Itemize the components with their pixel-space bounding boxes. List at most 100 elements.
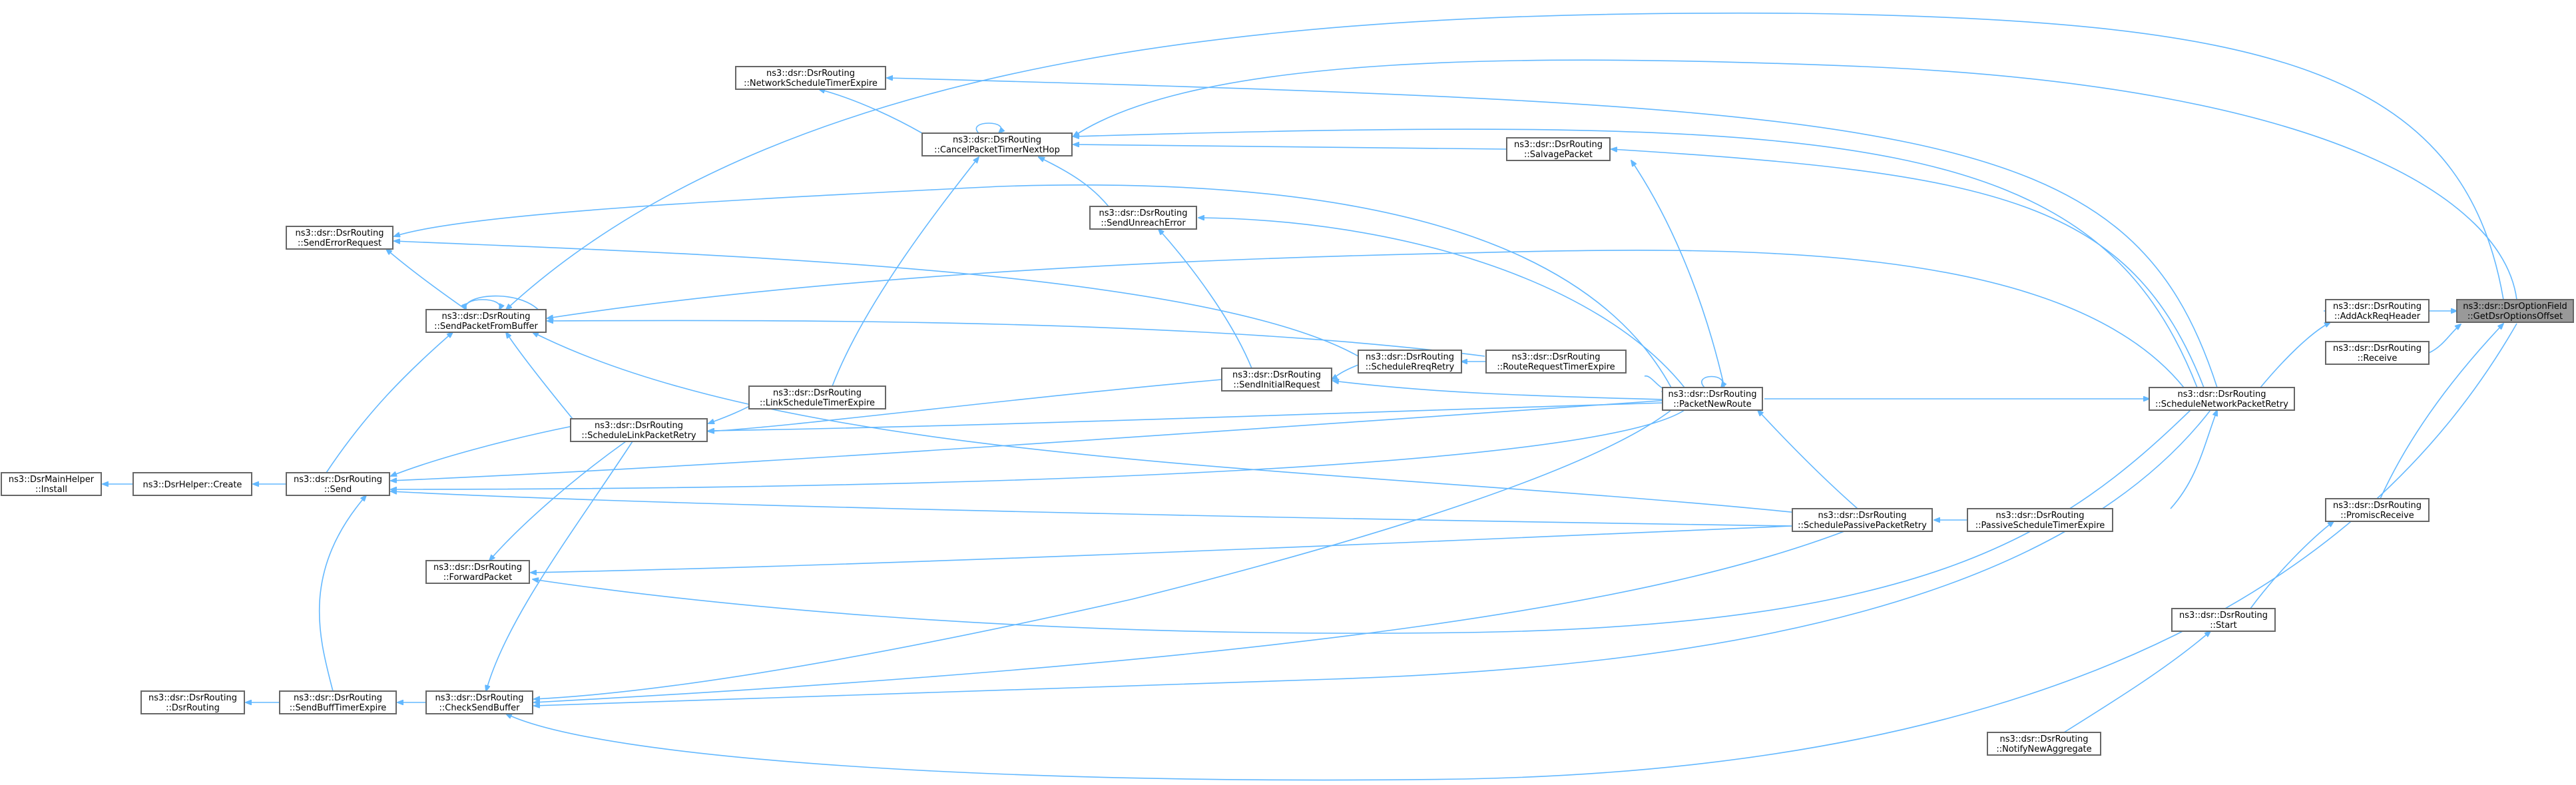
- node-salvage-packet[interactable]: ns3::dsr::DsrRouting ::SalvagePacket: [1506, 137, 1611, 161]
- call-edge: [1611, 149, 2204, 388]
- node-schedule-passive-packet-retry[interactable]: ns3::dsr::DsrRouting ::SchedulePassivePa…: [1792, 508, 1933, 532]
- node-label-line1: ns3::DsrHelper::Create: [143, 480, 242, 490]
- node-label-line2: ::SendPacketFromBuffer: [434, 322, 538, 332]
- node-network-schedule-timer-expire[interactable]: ns3::dsr::DsrRouting ::NetworkScheduleTi…: [735, 66, 886, 90]
- call-edge: [547, 320, 1485, 357]
- node-passive-schedule-timer-expire[interactable]: ns3::dsr::DsrRouting ::PassiveScheduleTi…: [1967, 508, 2113, 532]
- node-promisc-receive[interactable]: ns3::dsr::DsrRouting ::PromiscReceive: [2325, 498, 2430, 522]
- node-receive[interactable]: ns3::dsr::DsrRouting ::Receive: [2325, 341, 2430, 365]
- node-label-line2: ::CancelPacketTimerNextHop: [934, 145, 1060, 155]
- node-dsr-routing-constructor[interactable]: ns3::dsr::DsrRouting ::DsrRouting: [140, 690, 245, 714]
- node-notify-new-aggregate[interactable]: ns3::dsr::DsrRouting ::NotifyNewAggregat…: [1987, 732, 2101, 756]
- node-label-line1: ns3::dsr::DsrRouting: [953, 135, 1041, 145]
- call-edge: [1758, 410, 1858, 509]
- node-label-line1: ns3::dsr::DsrRouting: [773, 388, 862, 398]
- node-get-dsr-options-offset[interactable]: ns3::dsr::DsrOptionField ::GetDsrOptions…: [2456, 299, 2574, 323]
- node-add-ack-req-header[interactable]: ns3::dsr::DsrRouting ::AddAckReqHeader: [2325, 299, 2430, 323]
- node-label-line2: ::Install: [35, 485, 67, 495]
- node-label-line1: ns3::dsr::DsrRouting: [296, 228, 384, 238]
- node-label-line1: ns3::dsr::DsrRouting: [433, 563, 522, 573]
- call-edge: [391, 399, 1678, 481]
- call-edge: [547, 250, 2185, 388]
- node-schedule-link-packet-retry[interactable]: ns3::dsr::DsrRouting ::ScheduleLinkPacke…: [570, 418, 708, 442]
- node-forward-packet[interactable]: ns3::dsr::DsrRouting ::ForwardPacket: [425, 560, 530, 584]
- node-schedule-rreq-retry[interactable]: ns3::dsr::DsrRouting ::ScheduleRreqRetry: [1358, 350, 1462, 374]
- node-label-line2: ::PacketNewRoute: [1673, 399, 1751, 409]
- call-edge: [506, 332, 573, 419]
- node-label-line2: ::AddAckReqHeader: [2334, 312, 2421, 322]
- node-label-line2: ::PromiscReceive: [2340, 511, 2414, 521]
- node-label-line1: ns3::dsr::DsrRouting: [595, 421, 683, 431]
- call-edge: [1073, 59, 2517, 300]
- node-label-line1: ns3::dsr::DsrRouting: [148, 693, 237, 703]
- node-label-line1: ns3::dsr::DsrRouting: [2179, 611, 2268, 621]
- node-start[interactable]: ns3::dsr::DsrRouting ::Start: [2171, 608, 2276, 632]
- node-schedule-network-packet-retry[interactable]: ns3::dsr::DsrRouting ::ScheduleNetworkPa…: [2149, 387, 2295, 411]
- edges: [103, 12, 2517, 781]
- call-edge: [533, 409, 2191, 634]
- call-edge: [2260, 322, 2330, 388]
- node-label-line1: ns3::dsr::DsrRouting: [294, 693, 382, 703]
- node-dsr-helper-create[interactable]: ns3::DsrHelper::Create: [132, 472, 252, 496]
- node-send-error-request[interactable]: ns3::dsr::DsrRouting ::SendErrorRequest: [286, 226, 393, 250]
- self-loop-edge: [465, 299, 500, 310]
- node-label-line1: ns3::dsr::DsrRouting: [1818, 511, 1907, 521]
- call-edge: [2250, 521, 2334, 609]
- node-label-line2: ::GetDsrOptionsOffset: [2467, 312, 2563, 322]
- node-packet-new-route[interactable]: ns3::dsr::DsrRouting ::PacketNewRoute: [1662, 387, 1763, 411]
- node-label-line1: ns3::dsr::DsrRouting: [1512, 352, 1601, 362]
- node-label-line1: ns3::dsr::DsrRouting: [1099, 208, 1188, 218]
- node-label-line1: ns3::dsr::DsrRouting: [2333, 344, 2422, 354]
- node-label-line2: ::SendInitialRequest: [1233, 380, 1320, 390]
- node-check-send-buffer[interactable]: ns3::dsr::DsrRouting ::CheckSendBuffer: [425, 690, 533, 714]
- call-edge: [326, 332, 453, 473]
- node-label-line1: ns3::dsr::DsrRouting: [766, 69, 855, 79]
- node-send-initial-request[interactable]: ns3::dsr::DsrRouting ::SendInitialReques…: [1221, 368, 1332, 392]
- call-edge: [394, 184, 1672, 388]
- node-send[interactable]: ns3::dsr::DsrRouting ::Send: [286, 472, 390, 496]
- node-label-line1: ns3::dsr::DsrRouting: [294, 475, 382, 485]
- call-edge: [534, 531, 1845, 702]
- call-edge: [1333, 381, 1665, 400]
- node-send-buff-timer-expire[interactable]: ns3::dsr::DsrRouting ::SendBuffTimerExpi…: [279, 690, 397, 714]
- call-edge: [486, 441, 633, 691]
- call-edge: [2428, 324, 2461, 354]
- node-label-line1: ns3::dsr::DsrRouting: [2000, 734, 2089, 744]
- node-label-line2: ::SendErrorRequest: [298, 238, 382, 248]
- node-label-line1: ns3::dsr::DsrRouting: [442, 312, 531, 322]
- node-label-line2: ::RouteRequestTimerExpire: [1497, 362, 1615, 372]
- call-edge: [391, 409, 1685, 489]
- call-edge: [1159, 229, 1252, 369]
- self-loop-edge: [975, 123, 1001, 133]
- node-route-request-timer-expire[interactable]: ns3::dsr::DsrRouting ::RouteRequestTimer…: [1485, 350, 1627, 374]
- node-label-line2: ::ScheduleRreqRetry: [1366, 362, 1455, 372]
- node-link-schedule-timer-expire[interactable]: ns3::dsr::DsrRouting ::LinkScheduleTimer…: [748, 386, 886, 409]
- node-label-line1: ns3::dsr::DsrRouting: [1996, 511, 2085, 521]
- node-cancel-packet-timer-next-hop[interactable]: ns3::dsr::DsrRouting ::CancelPacketTimer…: [921, 132, 1073, 156]
- node-label-line2: ::SendUnreachError: [1101, 218, 1186, 228]
- call-edge: [386, 249, 467, 310]
- call-edge: [2170, 410, 2217, 509]
- node-label-line1: ns3::dsr::DsrRouting: [2333, 302, 2422, 312]
- node-send-unreach-error[interactable]: ns3::dsr::DsrRouting ::SendUnreachError: [1089, 206, 1197, 230]
- call-edge: [832, 157, 979, 387]
- node-label-line2: ::CheckSendBuffer: [439, 703, 521, 713]
- node-send-packet-from-buffer[interactable]: ns3::dsr::DsrRouting ::SendPacketFromBuf…: [425, 309, 547, 333]
- node-label-line1: ns3::dsr::DsrRouting: [1366, 352, 1454, 362]
- node-label-line2: ::ForwardPacket: [443, 573, 513, 583]
- nodes: ns3::dsr::DsrOptionField ::GetDsrOptions…: [1, 66, 2574, 756]
- node-label-line1: ns3::dsr::DsrRouting: [1514, 140, 1603, 150]
- call-edge: [2380, 324, 2503, 499]
- call-edge: [1039, 157, 1109, 207]
- node-dsr-main-helper-install[interactable]: ns3::DsrMainHelper ::Install: [1, 472, 102, 496]
- call-edge: [1631, 160, 1725, 388]
- node-label-line1: ns3::dsr::DsrRouting: [2178, 390, 2266, 399]
- node-label-line1: ns3::dsr::DsrRouting: [2333, 501, 2422, 511]
- call-edge: [394, 241, 1359, 357]
- call-edge: [534, 409, 1672, 699]
- node-label-line2: ::NotifyNewAggregate: [1996, 744, 2091, 754]
- node-label-line2: ::Send: [324, 485, 352, 495]
- call-edge: [489, 441, 627, 561]
- call-edge: [1332, 364, 1359, 380]
